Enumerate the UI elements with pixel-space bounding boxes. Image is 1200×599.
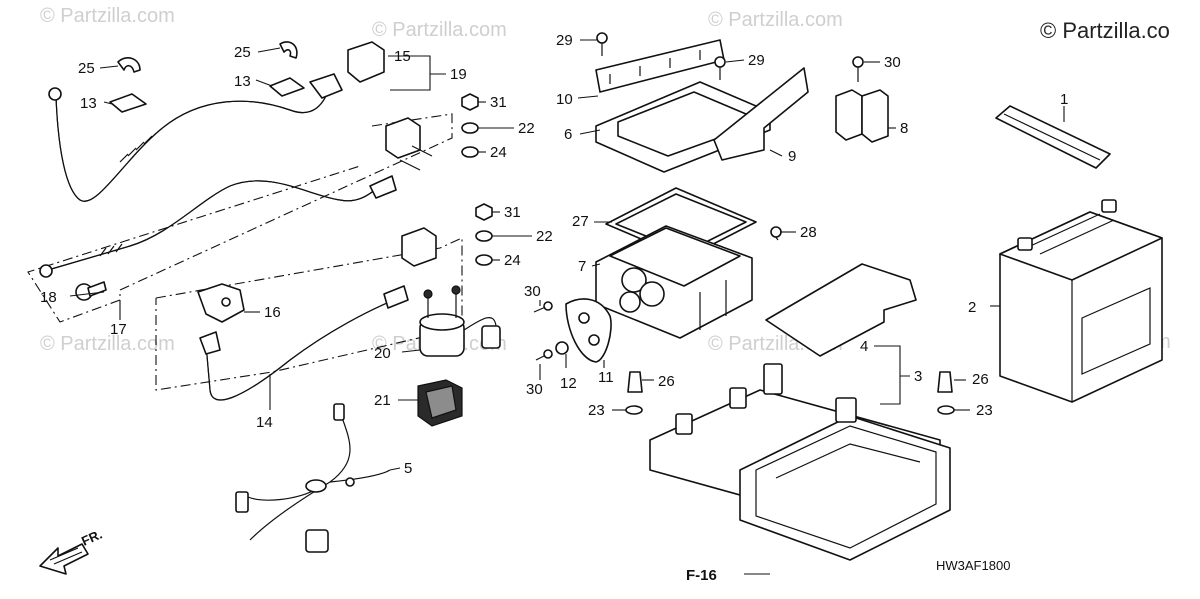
- cable-14: [199, 285, 409, 401]
- callout-labels: 1 2 3 4 5 6 7 8 9 10 11 12 13 13 14 15 1…: [40, 32, 1068, 477]
- callout-9: 9: [788, 148, 796, 165]
- clip-26-left: [625, 371, 643, 415]
- callout-17: 17: [110, 321, 127, 338]
- bracket-9: [713, 67, 809, 161]
- callout-14: 14: [256, 414, 273, 431]
- callout-10: 10: [556, 91, 573, 108]
- callout-2: 2: [968, 299, 976, 316]
- clip-26-right: [937, 371, 955, 415]
- front-direction-arrow: FR.: [39, 527, 104, 575]
- cable-band-13b: [269, 77, 305, 97]
- callout-30b: 30: [524, 283, 541, 300]
- terminal-cover-lower: [401, 227, 437, 267]
- watermark-text: © Partzilla.com: [40, 5, 175, 27]
- starter-relay-20: [419, 285, 501, 357]
- cable-clip-25b: [279, 41, 298, 59]
- callout-21: 21: [374, 392, 391, 409]
- callout-23a: 23: [588, 402, 605, 419]
- callout-31a: 31: [490, 94, 507, 111]
- cable-band-13: [109, 93, 147, 113]
- watermark-text: © Partzilla.com: [372, 19, 507, 41]
- battery-tray-3: [649, 363, 951, 561]
- callout-22a: 22: [518, 120, 535, 137]
- reference-label: F-16: [686, 567, 717, 584]
- rubber-plate-4: [765, 263, 917, 357]
- screws-top: [596, 32, 864, 82]
- terminal-cover-16: [197, 283, 245, 323]
- callout-12: 12: [560, 375, 577, 392]
- watermark-text: © Partzilla.com: [40, 333, 175, 355]
- callout-3: 3: [914, 368, 922, 385]
- diagram-code: HW3AF1800: [936, 558, 1010, 573]
- battery-2: [999, 199, 1163, 403]
- front-label: FR.: [79, 527, 104, 549]
- bracket-11: [565, 298, 612, 363]
- hardware-set-lower: [475, 203, 493, 266]
- battery-cable-upper: [48, 73, 343, 202]
- callout-22b: 22: [536, 228, 553, 245]
- copyright-text: © Partzilla.co: [1040, 18, 1170, 43]
- callout-31b: 31: [504, 204, 521, 221]
- callout-24a: 24: [490, 144, 507, 161]
- terminal-cover-15: [347, 41, 385, 83]
- callout-13b: 13: [234, 73, 251, 90]
- callout-11: 11: [598, 369, 614, 386]
- callout-25b: 25: [234, 44, 251, 61]
- callout-6: 6: [564, 126, 572, 143]
- ring-terminal: [48, 87, 62, 101]
- terminal-cover-upper: [385, 117, 421, 159]
- callout-28: 28: [800, 224, 817, 241]
- callout-1: 1: [1060, 91, 1068, 108]
- collar-12: [555, 341, 569, 355]
- bolt-18: [75, 281, 107, 301]
- callout-29a: 29: [556, 32, 573, 49]
- callout-18: 18: [40, 289, 57, 306]
- callout-7: 7: [578, 258, 586, 275]
- callout-4: 4: [860, 338, 868, 355]
- callout-27: 27: [572, 213, 589, 230]
- group-outline-17: [27, 113, 453, 323]
- callout-25a: 25: [78, 60, 95, 77]
- hardware-set-upper: [461, 93, 479, 158]
- callout-30a: 30: [884, 54, 901, 71]
- starter-cable-17: [39, 175, 397, 278]
- screw-28: [770, 226, 782, 238]
- watermark-text: © Partzilla.com: [708, 9, 843, 31]
- callout-15: 15: [394, 48, 411, 65]
- callout-8: 8: [900, 120, 908, 137]
- wire-harness-5: [235, 403, 391, 553]
- cable-clip-25: [117, 57, 141, 73]
- callout-29b: 29: [748, 52, 765, 69]
- fuse-box-7: [595, 225, 753, 339]
- callout-13a: 13: [80, 95, 97, 112]
- cable-terminal: [309, 73, 343, 99]
- callout-30c: 30: [526, 381, 543, 398]
- callout-23b: 23: [976, 402, 993, 419]
- callout-24b: 24: [504, 252, 521, 269]
- callout-26a: 26: [658, 373, 675, 390]
- callout-20: 20: [374, 345, 391, 362]
- callout-19: 19: [450, 66, 467, 83]
- callout-26b: 26: [972, 371, 989, 388]
- bracket-8: [835, 89, 863, 141]
- callout-5: 5: [404, 460, 412, 477]
- callout-16: 16: [264, 304, 281, 321]
- leader-lines: [69, 39, 1065, 575]
